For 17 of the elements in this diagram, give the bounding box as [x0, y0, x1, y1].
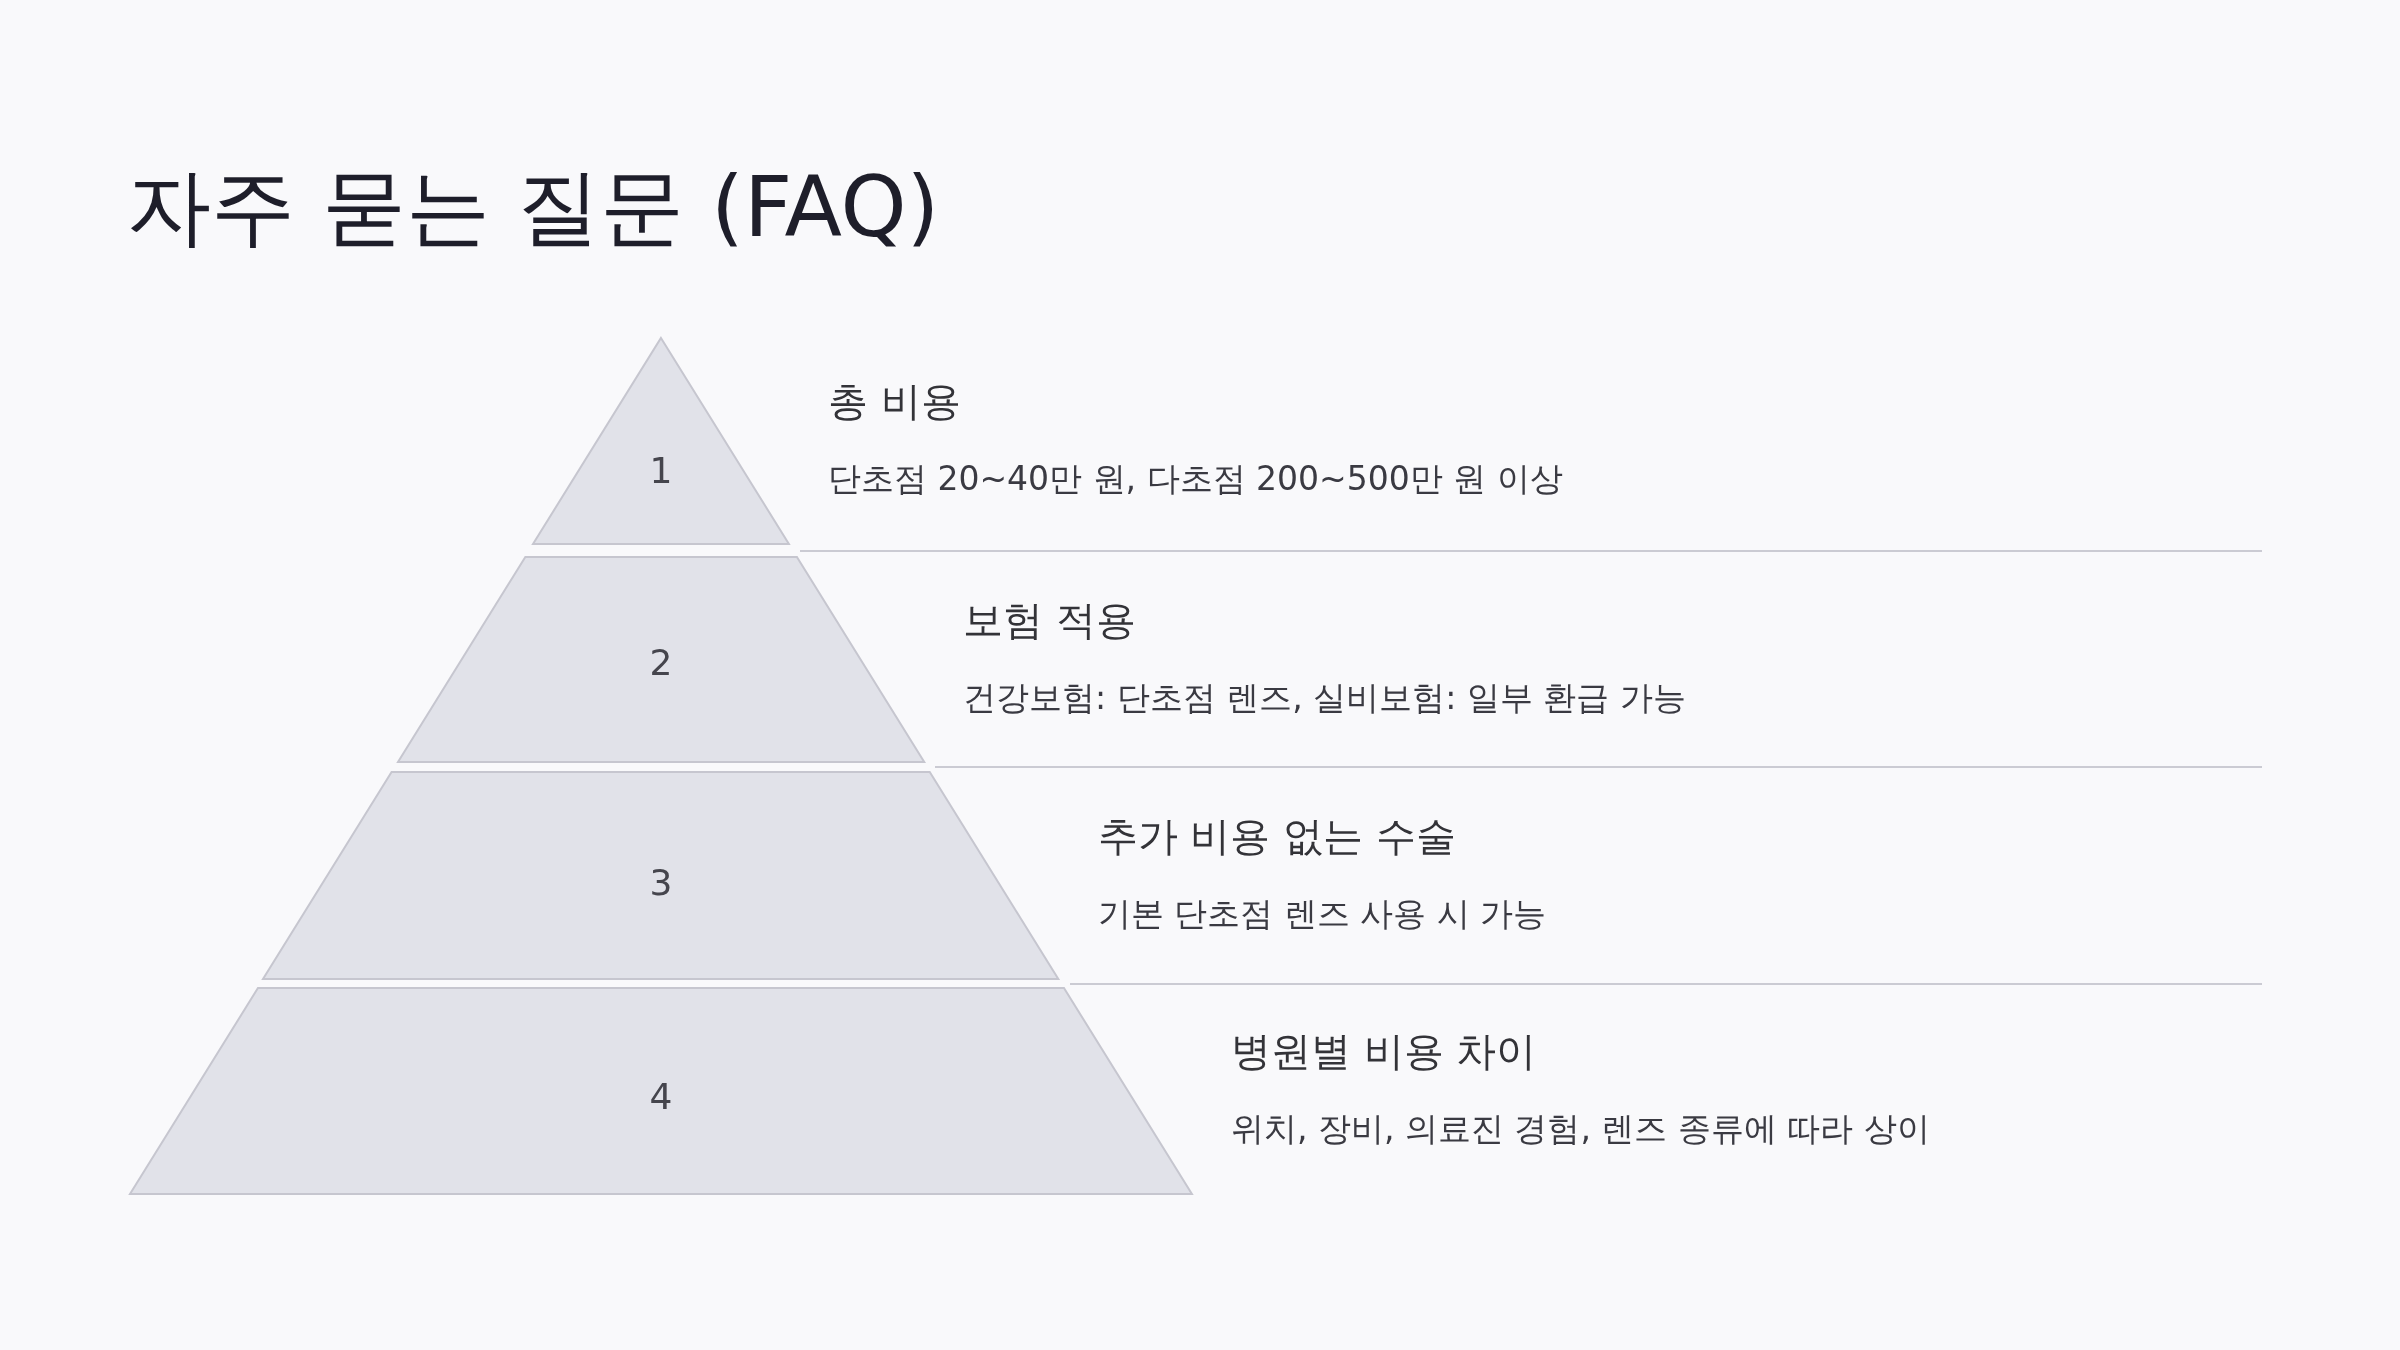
tier-description: 단초점 20~40만 원, 다초점 200~500만 원 이상 — [827, 459, 1563, 499]
tier-heading: 총 비용 — [827, 377, 961, 425]
tier-description: 기본 단초점 렌즈 사용 시 가능 — [1097, 893, 1547, 934]
tier-heading: 병원별 비용 차이 — [1230, 1027, 1537, 1075]
page-title: 자주 묻는 질문 (FAQ) — [127, 157, 940, 258]
pyramid-tier — [396, 556, 926, 763]
tier-number: 1 — [649, 449, 673, 493]
tier-number: 4 — [649, 1075, 673, 1119]
tier-heading: 보험 적용 — [963, 595, 1136, 644]
tier-description: 위치, 장비, 의료진 경험, 렌즈 종류에 따라 상이 — [1230, 1109, 1930, 1149]
pyramid-tier — [532, 337, 790, 545]
pyramid-tier — [129, 987, 1193, 1195]
tier-number: 2 — [649, 641, 673, 685]
tier-number: 3 — [649, 861, 673, 905]
pyramid-tier — [262, 771, 1060, 980]
tier-heading: 추가 비용 없는 수술 — [1097, 811, 1456, 860]
tier-description: 건강보험: 단초점 렌즈, 실비보험: 일부 환급 가능 — [963, 677, 1686, 718]
